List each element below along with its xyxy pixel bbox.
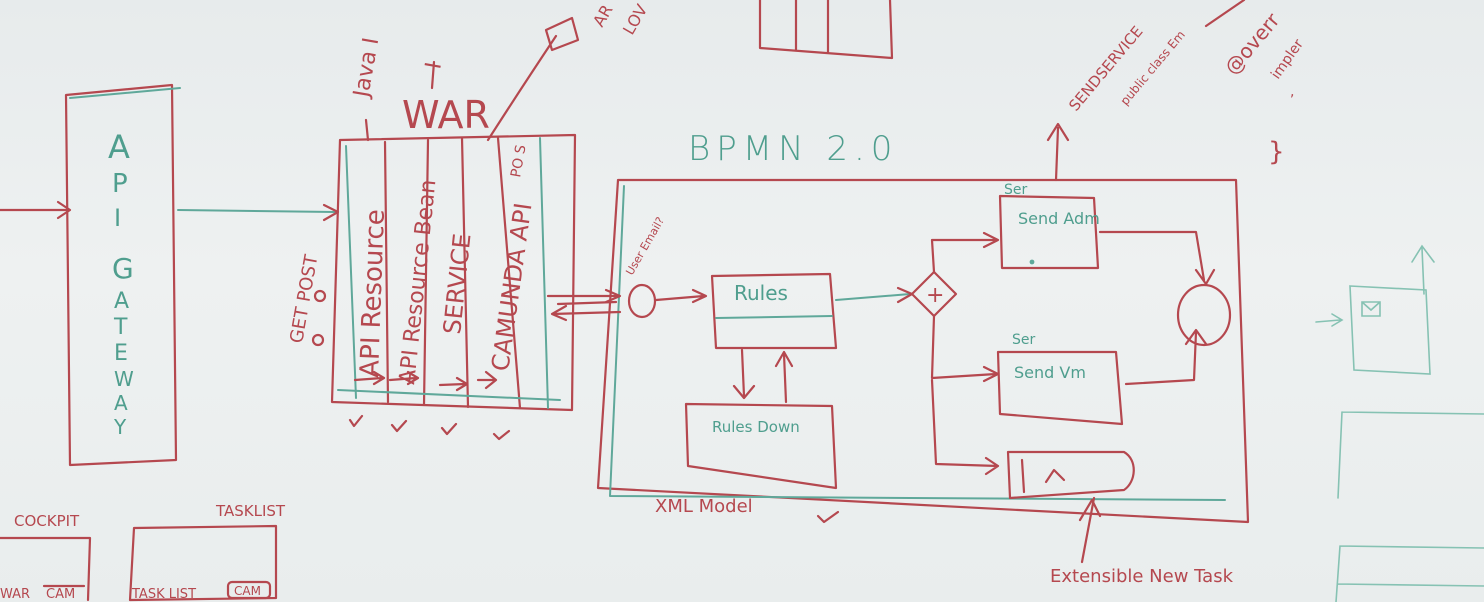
gateway-letter: A (114, 289, 129, 314)
war-get-post: GET POST (286, 252, 322, 345)
war-col-camunda-api: CAMUNDA API (486, 201, 537, 373)
gateway-letter: A (114, 391, 128, 415)
bpmn-title: BPMN 2.0 (688, 129, 898, 169)
war-box: WAR Java I I API Resource API Resource B… (286, 1, 651, 441)
war-col-service: SERVICE (438, 232, 476, 336)
ser-label-2: Ser (1012, 332, 1036, 348)
api-gateway-letters: A P I G A T E W A Y (108, 128, 134, 439)
gateway-letter: I (114, 204, 121, 232)
gateway-letter: E (114, 341, 128, 366)
cockpit-war-label: WAR (0, 587, 30, 602)
implement-note: impler (1268, 36, 1307, 82)
war-col-api-resource: API Resource (355, 209, 391, 379)
top-note-ar: AR (589, 1, 616, 30)
post-port (313, 289, 327, 303)
top-note-lov: LOV (619, 1, 651, 38)
faint-sketches (1315, 244, 1484, 602)
get-port (311, 333, 325, 347)
tasklist-inner-label: TASK LIST (131, 587, 196, 602)
gateway-letter: Y (113, 415, 127, 439)
rules-label: Rules (734, 281, 788, 305)
send-adm-marker (1029, 259, 1035, 265)
top-grid-sketch (758, 0, 894, 60)
war-title: WAR (402, 93, 490, 137)
rules-task: Rules (710, 272, 838, 350)
tasklist-label: TASKLIST (215, 502, 286, 520)
cockpit-label: COCKPIT (14, 512, 80, 530)
send-vm-label: Send Vm (1014, 363, 1086, 382)
tasklist-cam-label: CAM (234, 584, 261, 598)
start-event (627, 283, 657, 319)
code-annotations: SENDSERVICE public class Em @overr imple… (1065, 0, 1307, 167)
start-note: User Email? (623, 215, 667, 278)
send-adm-task: Ser Send Adm (998, 182, 1100, 270)
rules-down-task: Rules Down (684, 402, 838, 490)
ser-label-1: Ser (1004, 182, 1028, 198)
send-service-note: SENDSERVICE (1065, 23, 1146, 115)
war-top-note: Java I (349, 36, 384, 101)
gateway-letter: P (112, 169, 128, 199)
bottom-panels: COCKPIT WAR CAM TASKLIST TASK LIST CAM (0, 502, 286, 602)
end-event (1176, 283, 1232, 347)
closing-brace: } (1268, 137, 1285, 167)
xml-model-caption: XML Model (655, 496, 753, 517)
gateway-letter: T (113, 315, 128, 340)
gateway-letter: A (108, 128, 130, 166)
gateway-letter: W (114, 367, 134, 391)
bpmn-process: BPMN 2.0 XML Model User Email? Rules Rul… (546, 122, 1250, 587)
gateway-letter: G (112, 252, 134, 285)
war-corner-note: PO S (508, 144, 529, 179)
gateway-symbol: + (926, 283, 944, 308)
send-adm-label: Send Adm (1018, 209, 1100, 228)
api-gateway-box: A P I G A T E W A Y (0, 83, 340, 467)
send-vm-task: Ser Send Vm (996, 332, 1124, 426)
close-paren: , (1290, 84, 1294, 100)
rules-down-label: Rules Down (712, 418, 800, 436)
extensible-new-task-note: Extensible New Task (1050, 566, 1234, 587)
extensible-task (1006, 450, 1135, 500)
cockpit-cam-label: CAM (46, 587, 75, 602)
war-col-api-resource-bean: API Resource Bean (395, 178, 441, 385)
